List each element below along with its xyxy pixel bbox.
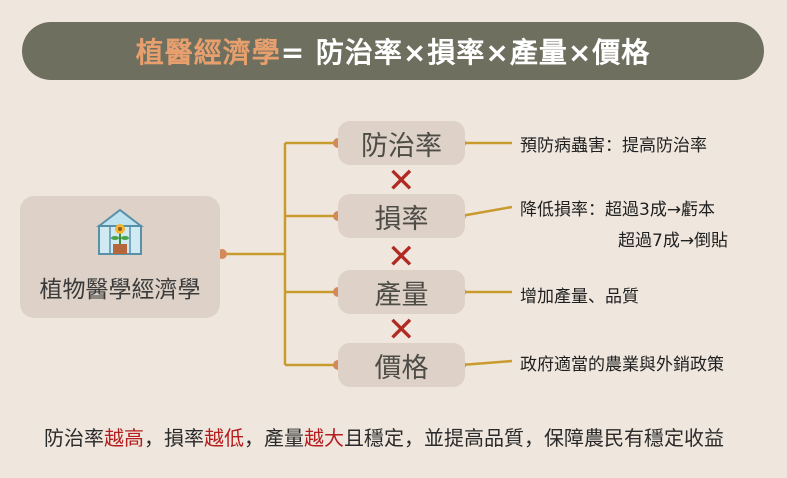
greenhouse-plant-icon (96, 208, 144, 255)
root-label: 植物醫學經濟學 (39, 277, 201, 303)
footer-highlight-2: 越低 (204, 426, 244, 450)
desc-line-2 (460, 205, 513, 218)
desc-prevention: 預防病蟲害：提高防治率 (520, 136, 707, 156)
footer-part-2: ，損率 (144, 426, 204, 450)
desc-price: 政府適當的農業與外銷政策 (520, 355, 724, 375)
title-formula: = 防治率×損率×產量×價格 (280, 36, 651, 69)
title-accent: 植醫經濟學 (135, 36, 281, 69)
factor-node-prevention-rate: 防治率 (338, 121, 465, 165)
multiply-icon: ✕ (387, 310, 416, 350)
footer-part-1: 防治率 (44, 426, 104, 450)
footer-part-3: ，產量 (244, 426, 304, 450)
factor-node-loss-rate: 損率 (338, 194, 465, 238)
footer-highlight-1: 越高 (104, 426, 144, 450)
factor-node-yield: 產量 (338, 270, 465, 314)
root-node: 植物醫學經濟學 (20, 196, 220, 318)
desc-loss-line-2: 超過7成→倒貼 (618, 231, 729, 251)
desc-loss-line-1: 降低損率：超過3成→虧本 (520, 200, 716, 220)
footer-part-4: 且穩定，並提高品質，保障農民有穩定收益 (344, 426, 724, 450)
multiply-icon: ✕ (387, 237, 416, 277)
multiply-icon: ✕ (387, 161, 416, 201)
title-banner: 植醫經濟學 = 防治率×損率×產量×價格 (22, 22, 764, 80)
factor-node-price: 價格 (338, 343, 465, 387)
desc-yield: 增加產量、品質 (520, 287, 639, 307)
summary-footer: 防治率越高，損率越低，產量越大且穩定，並提高品質，保障農民有穩定收益 (44, 422, 724, 451)
footer-highlight-3: 越大 (304, 426, 344, 450)
desc-line-4 (460, 359, 513, 367)
